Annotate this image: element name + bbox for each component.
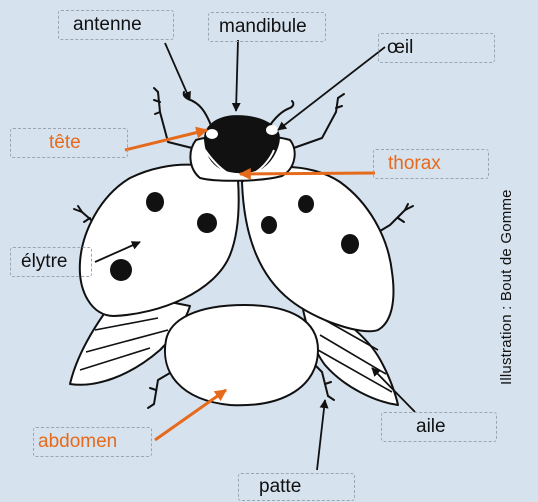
- label-mandibule: mandibule: [208, 12, 326, 42]
- label-patte: patte: [238, 473, 355, 501]
- label-elytre: élytre: [10, 247, 92, 277]
- eye-right: [266, 125, 278, 135]
- label-thorax: thorax: [373, 149, 489, 179]
- label-tete: tête: [10, 128, 128, 158]
- eye-left: [206, 129, 218, 139]
- illustration-credit: Illustration : Bout de Gomme: [498, 189, 515, 385]
- pointer-mandibule: [236, 40, 238, 111]
- pointer-antenne: [165, 43, 190, 100]
- pointer-thorax: [240, 173, 375, 174]
- pointer-patte: [317, 400, 325, 470]
- abdomen-shape: [165, 305, 318, 405]
- pointer-abdomen: [155, 390, 226, 440]
- label-aile: aile: [381, 412, 497, 442]
- label-abdomen: abdomen: [33, 427, 152, 457]
- pointer-oeil: [278, 47, 385, 130]
- label-antenne: antenne: [58, 10, 174, 40]
- elytron-left: [80, 165, 239, 316]
- leg-front-right: [288, 94, 344, 150]
- label-oeil: œil: [378, 33, 495, 63]
- antenna-right: [268, 101, 293, 128]
